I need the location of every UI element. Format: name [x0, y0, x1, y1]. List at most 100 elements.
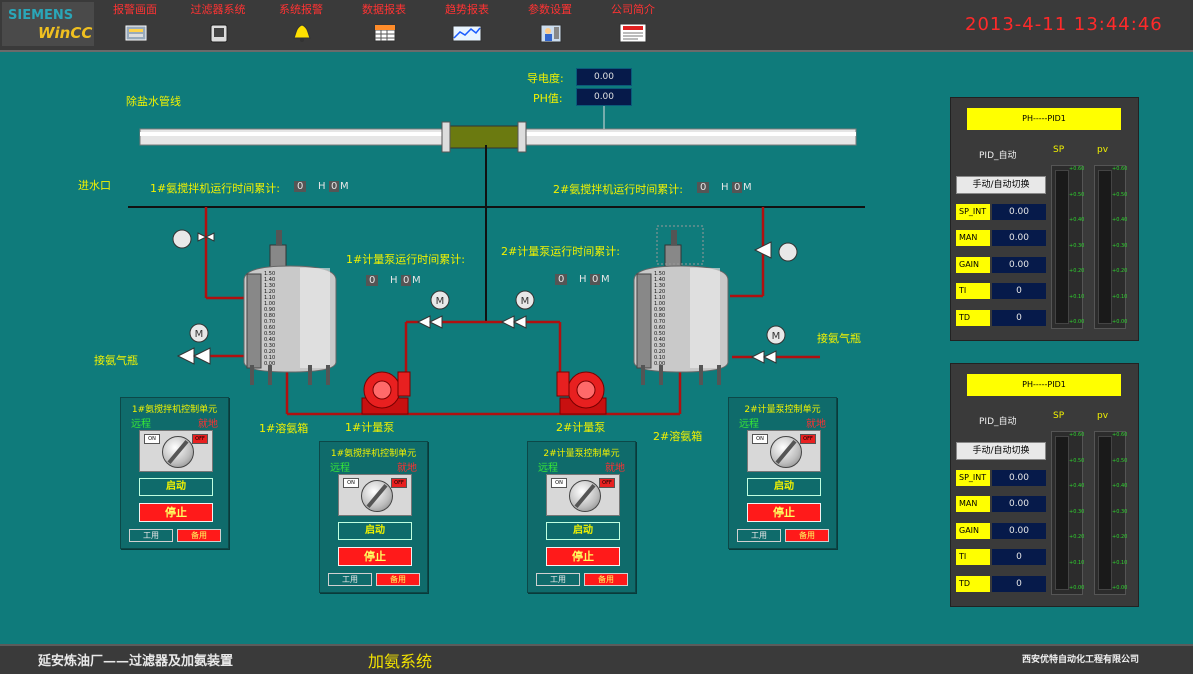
pid-mode-label: PID_自动	[979, 417, 1017, 427]
tank-scale-tick: 0.50	[264, 331, 276, 337]
stop-button[interactable]: 停止	[338, 547, 412, 566]
sp-bar-graph: +0.60+0.50+0.40+0.30+0.20+0.10+0.00	[1051, 431, 1085, 595]
runtime-hour-unit: H	[318, 181, 326, 192]
tank-scale-tick: 0.20	[264, 349, 276, 355]
param-value[interactable]: 0	[992, 310, 1046, 326]
nav-label: 过滤器系统	[190, 3, 246, 16]
tank-scale-tick: 0.00	[264, 361, 276, 367]
param-key: GAIN	[956, 523, 990, 539]
spare-button[interactable]: 备用	[584, 573, 628, 586]
mixer2-runtime-label: 2#氨搅拌机运行时间累计:	[553, 183, 683, 196]
remote-label: 远程	[538, 463, 558, 474]
nav-label: 公司简介	[611, 3, 655, 16]
bar-scale-tick: +0.20	[1112, 534, 1128, 540]
system-name: 加氨系统	[368, 652, 433, 671]
param-value[interactable]: 0	[992, 283, 1046, 299]
work-button[interactable]: 工用	[328, 573, 372, 586]
remote-label: 远程	[739, 419, 759, 430]
param-value[interactable]: 0.00	[992, 523, 1046, 539]
param-value[interactable]: 0.00	[992, 230, 1046, 246]
tank-scale-tick: 1.00	[654, 301, 666, 307]
mode-selector-switch[interactable]: ON OFF	[747, 430, 821, 472]
datetime-display: 2013-4-11 13:44:46	[965, 14, 1163, 35]
spreadsheet-icon	[374, 24, 396, 42]
conductivity-value: 0.00	[576, 68, 632, 86]
param-value[interactable]: 0.00	[992, 257, 1046, 273]
mode-selector-switch[interactable]: ON OFF	[338, 474, 412, 516]
tank-2	[633, 225, 729, 385]
runtime-hour-unit: H	[390, 275, 398, 286]
pid-mode-label: PID_自动	[979, 151, 1017, 161]
work-button[interactable]: 工用	[129, 529, 173, 542]
pump1-label: 1#计量泵	[345, 421, 395, 434]
param-value[interactable]: 0.00	[992, 496, 1046, 512]
stop-button[interactable]: 停止	[139, 503, 213, 522]
start-button[interactable]: 启动	[338, 522, 412, 540]
spare-button[interactable]: 备用	[376, 573, 420, 586]
bar-scale-tick: +0.40	[1112, 483, 1128, 489]
on-indicator: ON	[551, 478, 567, 488]
nav-trend-report-button[interactable]: 趋势报表	[432, 4, 502, 48]
selector-knob-icon[interactable]	[361, 480, 393, 512]
param-key: TD	[956, 576, 990, 592]
runtime-minutes: 0	[732, 182, 743, 193]
manual-auto-switch-button[interactable]: 手动/自动切换	[956, 442, 1046, 460]
tank-scale-tick: 0.80	[654, 313, 666, 319]
off-indicator: OFF	[192, 434, 208, 444]
runtime-hours: 0	[697, 182, 710, 193]
bell-icon	[293, 24, 311, 42]
start-button[interactable]: 启动	[747, 478, 821, 496]
runtime-minutes: 0	[401, 275, 412, 286]
param-key: MAN	[956, 496, 990, 512]
bar-scale-tick: +0.30	[1069, 508, 1085, 515]
nav-filter-system-button[interactable]: 过滤器系统	[183, 4, 253, 48]
nav-label: 趋势报表	[445, 3, 489, 16]
nav-alarm-screen-button[interactable]: 报警画面	[100, 4, 170, 48]
footer-bar: 延安炼油厂——过滤器及加氨装置 加氨系统 西安优特自动化工程有限公司	[0, 644, 1193, 674]
work-button[interactable]: 工用	[536, 573, 580, 586]
bar-scale-tick: +0.60	[1069, 432, 1085, 438]
bar-scale-tick: +0.50	[1069, 457, 1085, 464]
remote-label: 远程	[131, 419, 151, 430]
spare-button[interactable]: 备用	[177, 529, 221, 542]
bar-scale-tick: +0.50	[1112, 191, 1128, 198]
tank-scale-tick: 0.10	[654, 355, 666, 361]
nav-data-report-button[interactable]: 数据报表	[349, 4, 419, 48]
filter-icon	[210, 24, 228, 43]
selector-knob-icon[interactable]	[569, 480, 601, 512]
stop-button[interactable]: 停止	[747, 503, 821, 522]
tank-scale-tick: 1.00	[264, 301, 276, 307]
selector-knob-icon[interactable]	[770, 436, 802, 468]
spare-button[interactable]: 备用	[785, 529, 829, 542]
tank-scale-tick: 1.20	[264, 289, 276, 295]
bar-scale-tick: +0.60	[1112, 166, 1128, 172]
bar-track	[1055, 170, 1069, 324]
nav-system-alarm-button[interactable]: 系统报警	[266, 4, 336, 48]
manual-auto-switch-button[interactable]: 手动/自动切换	[956, 176, 1046, 194]
start-button[interactable]: 启动	[139, 478, 213, 496]
mode-selector-switch[interactable]: ON OFF	[139, 430, 213, 472]
mode-selector-switch[interactable]: ON OFF	[546, 474, 620, 516]
nav-label: 参数设置	[528, 3, 572, 16]
nav-parameter-settings-button[interactable]: 参数设置	[515, 4, 585, 48]
param-key: TD	[956, 310, 990, 326]
start-button[interactable]: 启动	[546, 522, 620, 540]
work-button[interactable]: 工用	[737, 529, 781, 542]
param-value[interactable]: 0	[992, 576, 1046, 592]
pv-bar-graph: +0.60+0.50+0.40+0.30+0.20+0.10+0.00	[1094, 431, 1128, 595]
nav-label: 系统报警	[279, 3, 323, 16]
stop-button[interactable]: 停止	[546, 547, 620, 566]
tank-scale-tick: 0.60	[264, 325, 276, 331]
param-value[interactable]: 0.00	[992, 204, 1046, 220]
local-label: 就地	[397, 463, 417, 474]
param-value[interactable]: 0.00	[992, 470, 1046, 486]
nav-company-profile-button[interactable]: 公司简介	[598, 4, 668, 48]
local-label: 就地	[806, 419, 826, 430]
tank-scale-tick: 1.40	[264, 277, 276, 283]
ph-label: PH值:	[533, 92, 563, 105]
param-value[interactable]: 0	[992, 549, 1046, 565]
selector-knob-icon[interactable]	[162, 436, 194, 468]
